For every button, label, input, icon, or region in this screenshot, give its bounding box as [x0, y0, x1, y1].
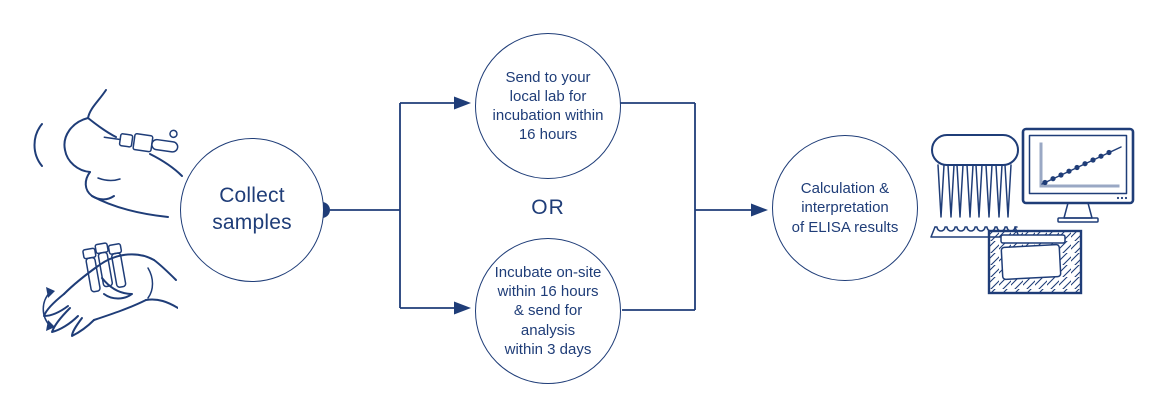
hand-mixing-tubes-icon: [42, 242, 178, 337]
node-calculation-interpretation-label: Calculation & interpretation of ELISA re…: [791, 180, 899, 236]
node-collect-samples: Collect samples: [180, 138, 324, 282]
incubator-chamber: [1000, 243, 1062, 281]
node-send-to-lab: Send to your local lab for incubation wi…: [475, 33, 621, 179]
multichannel-pipette-icon: [930, 134, 1020, 238]
arrowhead-bottom-icon: [454, 301, 471, 315]
node-incubate-onsite-label: Incubate on-site within 16 hours & send …: [494, 264, 602, 358]
monitor-stand: [1063, 202, 1093, 219]
node-send-to-lab-label: Send to your local lab for incubation wi…: [492, 68, 604, 144]
incubator-slot: [1000, 234, 1066, 244]
monitor-standard-curve-icon: [1021, 127, 1135, 223]
node-collect-samples-label: Collect samples: [212, 184, 292, 234]
data-points: [1042, 149, 1112, 186]
monitor-base: [1057, 217, 1099, 223]
needle-assembly: [103, 129, 179, 153]
node-calculation-interpretation: Calculation & interpretation of ELISA re…: [772, 135, 918, 281]
sample-tubes: [82, 242, 127, 293]
incubator-icon: [987, 229, 1083, 295]
arrowhead-top-icon: [454, 96, 471, 110]
node-incubate-onsite: Incubate on-site within 16 hours & send …: [475, 238, 621, 384]
or-label: OR: [531, 196, 565, 219]
monitor-buttons: [1116, 196, 1128, 200]
blood-draw-arm-icon: [33, 89, 183, 218]
chart-axes: [1039, 142, 1120, 188]
invert-arrow-icon: [42, 287, 55, 331]
arrowhead-result-icon: [751, 203, 768, 217]
